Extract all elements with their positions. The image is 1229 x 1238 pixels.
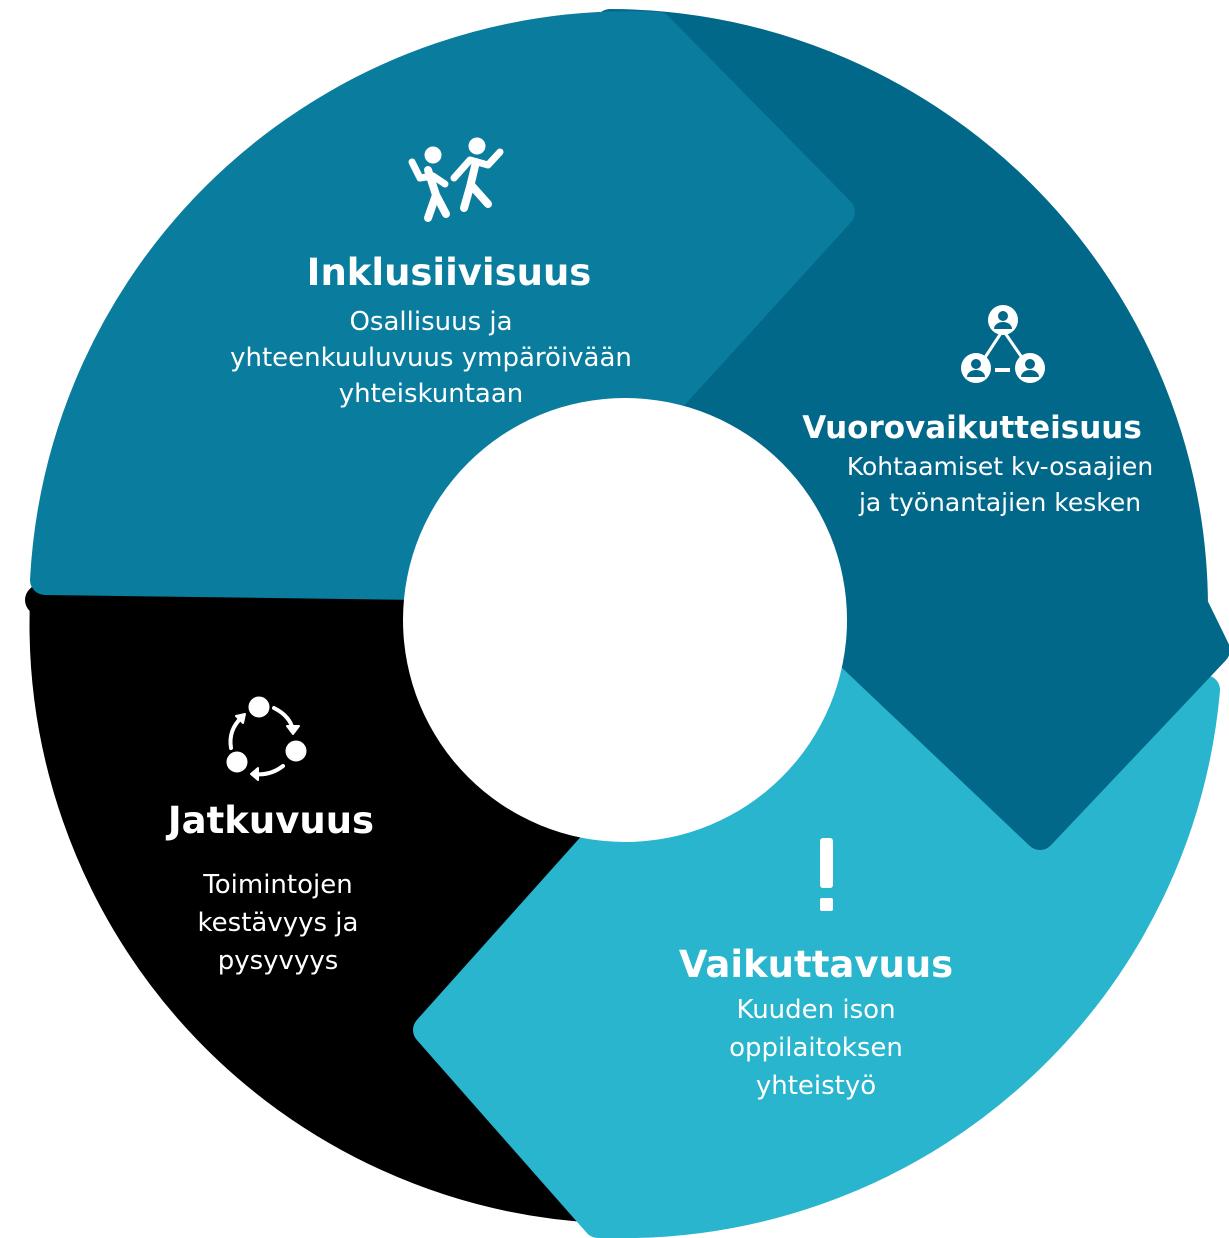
inklusiivisuus-description-line-3: yhteiskuntaan <box>339 379 524 409</box>
connected-users-icon <box>961 305 1045 383</box>
vaikuttavuus-title: Vaikuttavuus <box>679 943 953 986</box>
jatkuvuus-description-line-3: pysyvyys <box>218 946 339 976</box>
exclamation-icon <box>820 838 833 911</box>
vuorovaikutteisuus-title: Vuorovaikutteisuus <box>802 410 1142 446</box>
label-vuorovaikutteisuus: Vuorovaikutteisuus Kohtaamiset kv-osaaji… <box>802 410 1153 517</box>
label-jatkuvuus: Jatkuvuus Toimintojen kestävyys ja pysyv… <box>165 799 374 976</box>
cycle-arrows-icon <box>226 696 307 781</box>
jatkuvuus-description-line-2: kestävyys ja <box>198 908 359 938</box>
vaikuttavuus-description-line-3: yhteistyö <box>756 1071 876 1101</box>
inklusiivisuus-description-line-2: yhteenkuuluvuus ympäröivään <box>230 343 632 373</box>
inklusiivisuus-title: Inklusiivisuus <box>307 251 592 294</box>
label-vaikuttavuus: Vaikuttavuus Kuuden ison oppilaitoksen y… <box>679 943 953 1101</box>
jatkuvuus-description-line-1: Toimintojen <box>202 870 352 900</box>
jatkuvuus-title: Jatkuvuus <box>165 799 374 842</box>
vaikuttavuus-description-line-2: oppilaitoksen <box>729 1033 903 1063</box>
inklusiivisuus-description-line-1: Osallisuus ja <box>349 307 512 337</box>
center-hole <box>403 398 847 842</box>
vuorovaikutteisuus-description-line-1: Kohtaamiset kv-osaajien <box>847 452 1153 481</box>
vaikuttavuus-description-line-1: Kuuden ison <box>736 995 895 1025</box>
vuorovaikutteisuus-description-line-2: ja työnantajien kesken <box>858 488 1141 517</box>
dancing-people-icon <box>408 137 504 222</box>
label-inklusiivisuus: Inklusiivisuus Osallisuus ja yhteenkuulu… <box>230 251 632 409</box>
